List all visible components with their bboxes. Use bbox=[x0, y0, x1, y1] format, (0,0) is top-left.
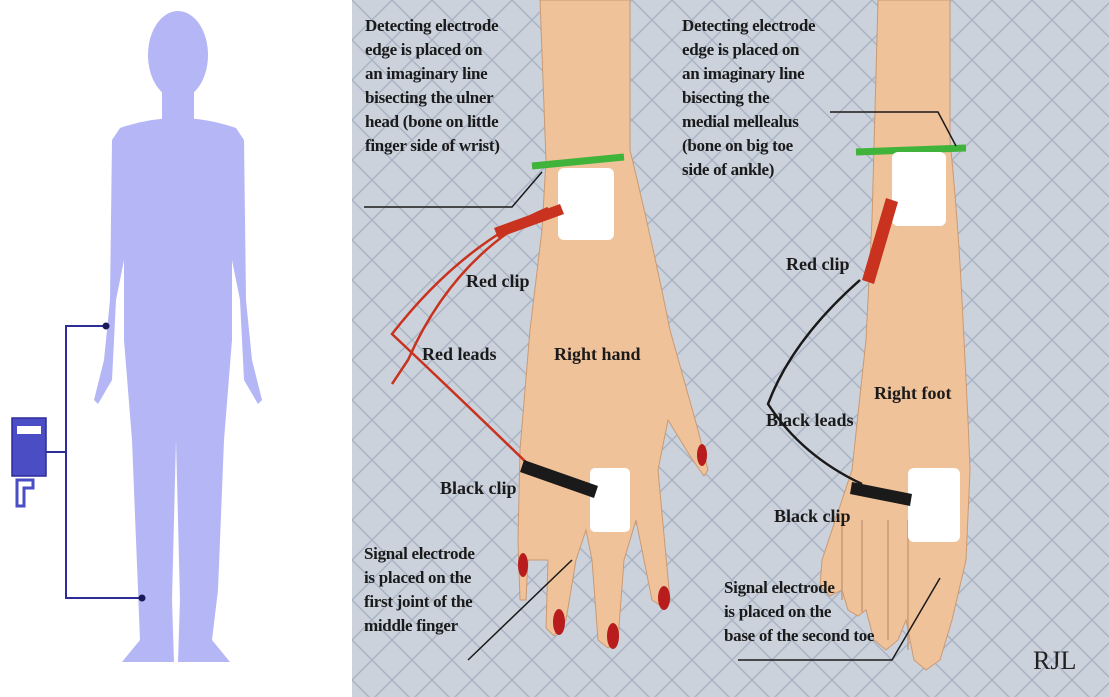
ankle-reference-line bbox=[856, 148, 966, 152]
foot-black-leads-label: Black leads bbox=[766, 410, 854, 431]
foot-signal-electrode-label: Signal electrode is placed on the base o… bbox=[724, 576, 874, 648]
foot-detecting-electrode bbox=[892, 152, 946, 226]
foot-detecting-electrode-label: Detecting electrode edge is placed on an… bbox=[682, 14, 815, 182]
hand-detecting-electrode bbox=[558, 168, 614, 240]
wrist-electrode-dot bbox=[103, 323, 110, 330]
ecg-device-icon bbox=[12, 418, 46, 506]
electrode-placement-panel: Detecting electrode edge is placed on an… bbox=[352, 0, 1109, 697]
right-foot-label: Right foot bbox=[874, 383, 952, 404]
hand-signal-electrode bbox=[590, 468, 630, 532]
foot-black-clip-label: Black clip bbox=[774, 506, 851, 527]
human-silhouette bbox=[94, 11, 262, 662]
hand-red-clip-label: Red clip bbox=[466, 271, 530, 292]
foot-red-clip-label: Red clip bbox=[786, 254, 850, 275]
hand-black-clip-label: Black clip bbox=[440, 478, 517, 499]
foot-signal-electrode bbox=[908, 468, 960, 542]
hand-signal-electrode-label: Signal electrode is placed on the first … bbox=[364, 542, 475, 638]
hand-detecting-electrode-label: Detecting electrode edge is placed on an… bbox=[365, 14, 500, 158]
right-hand-label: Right hand bbox=[554, 344, 641, 365]
ankle-electrode-dot bbox=[139, 595, 146, 602]
artist-signature: RJL bbox=[1033, 646, 1076, 676]
body-diagram bbox=[0, 0, 352, 697]
hand-red-leads-label: Red leads bbox=[422, 344, 497, 365]
